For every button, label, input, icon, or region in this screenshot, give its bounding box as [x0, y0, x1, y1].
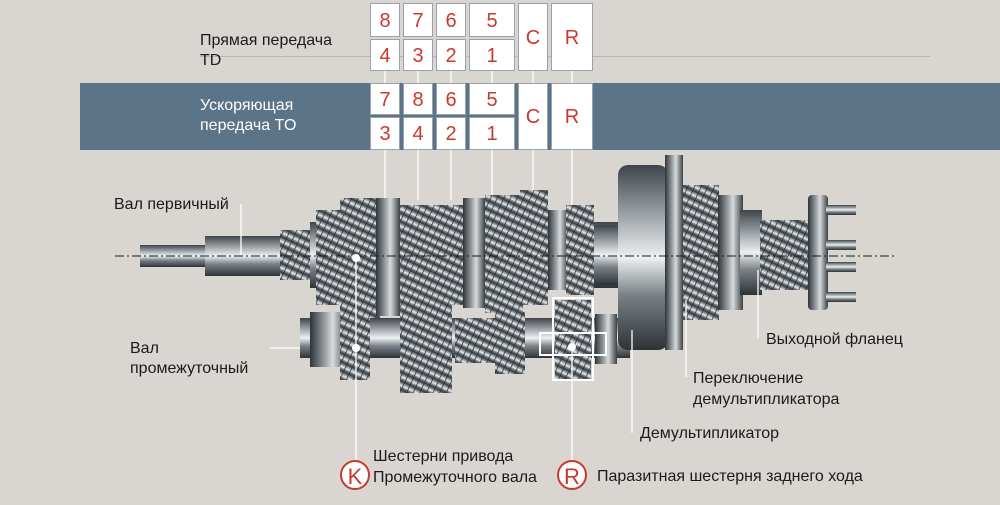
direct-cell-r: R [551, 3, 593, 71]
direct-cell-bottom-1: 4 [370, 39, 400, 71]
label-direct-drive-text: Прямая передача TD [200, 32, 333, 69]
overdrive-cell-top-4: 5 [469, 83, 515, 115]
overdrive-cell-top-3: 6 [436, 83, 466, 115]
overdrive-cell-bottom-2: 4 [403, 117, 433, 150]
direct-cell-top-3: 6 [436, 3, 466, 37]
overdrive-cell-top-2: 8 [403, 83, 433, 115]
label-overdrive-text: Ускоряющая передача TO [200, 97, 297, 134]
overdrive-cell-bottom-4: 1 [469, 117, 515, 150]
direct-cell-c: C [518, 3, 548, 71]
marker-r: R [557, 460, 587, 490]
label-countershaft-drive-gears: Шестерни привода Промежуточного вала [373, 448, 537, 486]
direct-cell-bottom-3: 2 [436, 39, 466, 71]
direct-cell-top-4: 5 [469, 3, 515, 37]
overdrive-cell-c: C [518, 83, 548, 150]
label-range-shift: Переключение демультипликатора [693, 370, 840, 408]
direct-cell-top-1: 8 [370, 3, 400, 37]
label-direct-drive: Прямая передача TD [200, 31, 332, 71]
callout-lines [240, 204, 759, 460]
marker-k: K [340, 460, 370, 490]
label-overdrive: Ускоряющая передача TO [200, 96, 297, 136]
countershaft [300, 290, 630, 393]
label-output-flange: Выходной фланец [766, 331, 903, 348]
range-unit [618, 155, 810, 350]
overdrive-cell-bottom-1: 3 [370, 117, 400, 150]
label-reverse-idler: Паразитная шестерня заднего хода [597, 468, 863, 485]
label-input-shaft: Вал первичный [114, 196, 229, 213]
overdrive-cell-r: R [551, 83, 593, 150]
overdrive-cell-bottom-3: 2 [436, 117, 466, 150]
direct-cell-bottom-2: 3 [403, 39, 433, 71]
output-flange [808, 195, 856, 310]
reverse-idler-outline [539, 297, 607, 381]
overdrive-cell-top-1: 7 [370, 83, 400, 115]
direct-cell-bottom-4: 1 [469, 39, 515, 71]
direct-cell-top-2: 7 [403, 3, 433, 37]
label-range-unit: Демультипликатор [640, 425, 780, 442]
label-countershaft: Вал промежуточный [130, 340, 249, 377]
leader-lines [384, 71, 573, 205]
